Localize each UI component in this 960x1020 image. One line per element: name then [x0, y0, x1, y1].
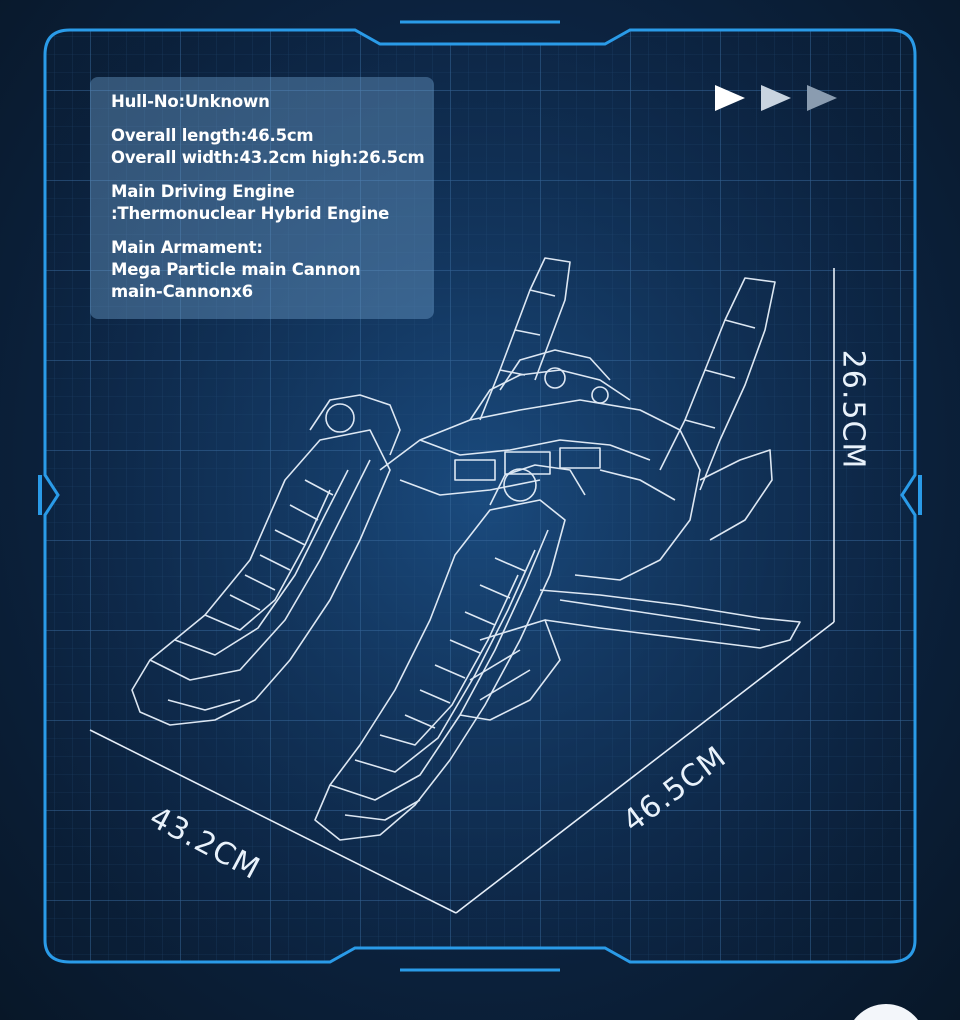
hull-number-text: Hull-No:Unknown: [111, 92, 270, 111]
armament-value-2: main-Cannonx6: [111, 282, 253, 301]
armament-value-1: Mega Particle main Cannon: [111, 260, 361, 279]
specs-panel: Hull-No:Unknown Overall length:46.5cm Ov…: [90, 77, 434, 319]
height-dimension-label: 26.5CM: [835, 349, 871, 470]
overall-dimensions: Overall length:46.5cm Overall width:43.2…: [111, 125, 425, 169]
overall-length-text: Overall length:46.5cm: [111, 126, 314, 145]
dimension-lines: [89, 268, 835, 914]
triple-play-arrow-icon: [715, 85, 837, 111]
spaceship-blueprint-drawing: [131, 257, 801, 841]
main-armament: Main Armament: Mega Particle main Cannon…: [111, 237, 414, 303]
engine-label: Main Driving Engine: [111, 182, 295, 201]
engine-value: :Thermonuclear Hybrid Engine: [111, 204, 390, 223]
overall-width-height-text: Overall width:43.2cm high:26.5cm: [111, 148, 425, 167]
armament-label: Main Armament:: [111, 238, 263, 257]
main-engine: Main Driving Engine :Thermonuclear Hybri…: [111, 181, 414, 225]
hull-number: Hull-No:Unknown: [111, 91, 414, 113]
